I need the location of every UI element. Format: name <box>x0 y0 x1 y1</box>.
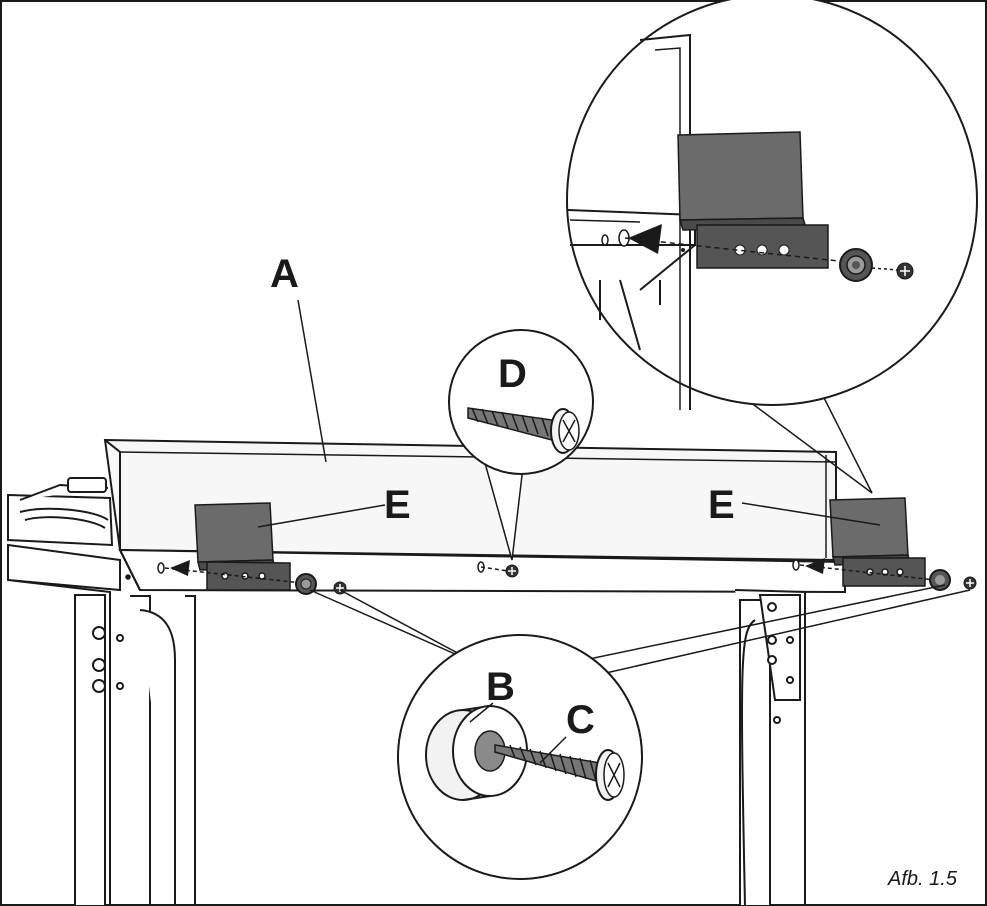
left-adjacent-appliance <box>7 477 114 547</box>
right-cabinet-frame <box>734 589 806 906</box>
label-e-right: E <box>708 483 735 527</box>
label-d: D <box>498 352 527 396</box>
center-screw <box>480 564 519 578</box>
left-cabinet-frame <box>7 543 196 906</box>
label-e-left: E <box>384 483 411 527</box>
right-spacer-and-screw <box>799 558 977 591</box>
left-bracket <box>194 502 291 591</box>
right-bracket <box>829 497 926 587</box>
detail-callout-bracket <box>566 0 978 494</box>
detail-callout-spacer <box>309 584 971 880</box>
label-c: C <box>566 698 595 742</box>
figure-caption: Afb. 1.5 <box>887 868 958 890</box>
left-spacer-and-screw <box>164 560 347 595</box>
leader-lines <box>257 299 881 764</box>
label-a: A <box>270 252 299 296</box>
detail-callout-screw <box>448 329 594 561</box>
label-b: B <box>486 665 515 709</box>
